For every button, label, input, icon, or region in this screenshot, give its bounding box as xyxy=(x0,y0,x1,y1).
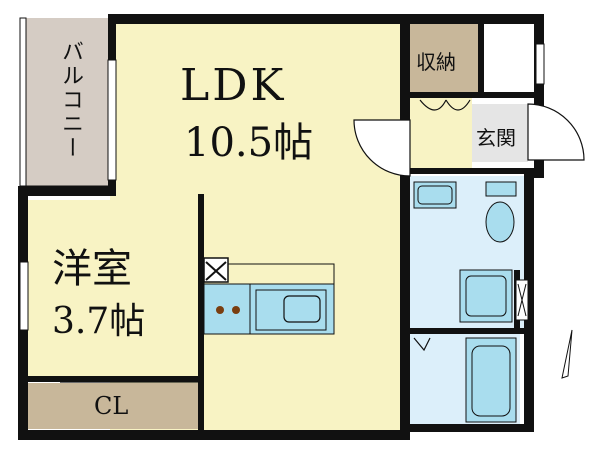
balcony-railing xyxy=(19,17,27,194)
closet-name: CL xyxy=(94,392,129,420)
storage-floor xyxy=(410,24,478,92)
ldk-name: LDK xyxy=(180,60,287,111)
washing-machine xyxy=(459,269,513,323)
door-swing-icon xyxy=(60,99,585,383)
walls xyxy=(18,14,544,440)
entrance-name: 玄関 xyxy=(476,126,516,150)
shoe-box xyxy=(484,24,528,94)
closet-floor xyxy=(28,383,200,429)
balcony-floor xyxy=(26,18,110,188)
bathtub-icon xyxy=(465,337,517,423)
toilet-icon xyxy=(485,181,517,243)
genkan-floor xyxy=(472,104,528,162)
western-room-floor xyxy=(28,200,200,378)
north-arrow-icon xyxy=(561,329,573,379)
storage-name: 収納 xyxy=(416,50,456,74)
western-room-name: 洋室 xyxy=(52,246,132,292)
entrance-floor xyxy=(410,98,472,170)
western-room-size: 3.7帖 xyxy=(52,301,146,342)
windows xyxy=(19,43,545,331)
ldk-size: 10.5帖 xyxy=(184,120,314,166)
balcony-name: バルコニー xyxy=(58,40,83,160)
stove-icon xyxy=(203,283,251,335)
